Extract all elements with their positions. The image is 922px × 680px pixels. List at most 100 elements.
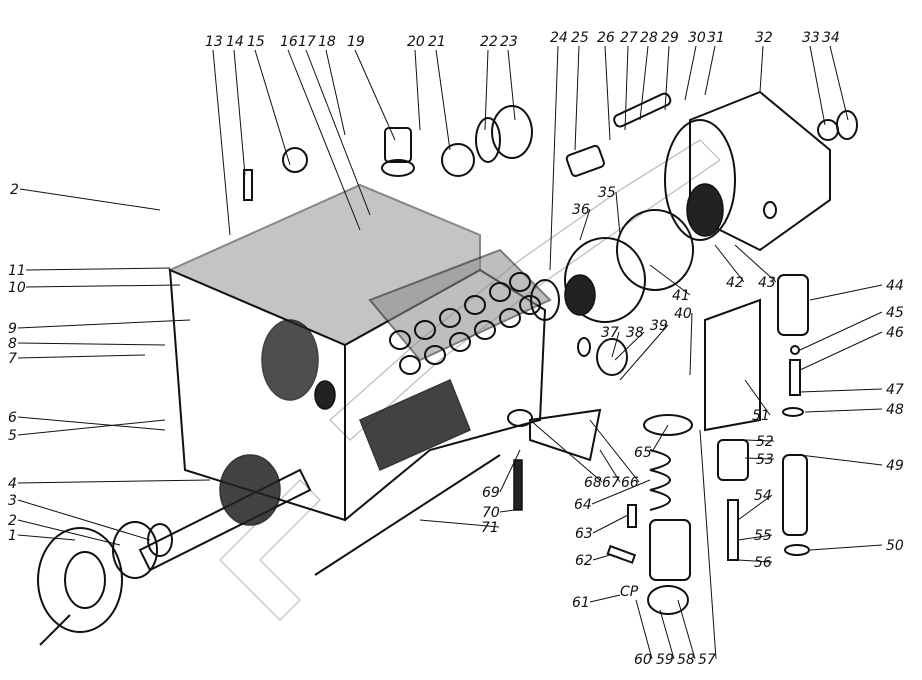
leader-line-43	[734, 244, 777, 283]
leader-line-19	[354, 49, 396, 141]
callout-29: 29	[661, 30, 679, 46]
callout-34: 34	[822, 30, 840, 46]
leader-line-54	[737, 494, 773, 521]
leader-line-38	[614, 331, 645, 361]
leader-line-20	[414, 49, 421, 131]
leader-line-5	[17, 419, 166, 436]
callout-5: 5	[8, 428, 17, 444]
callout-70: 70	[482, 505, 500, 521]
delivery-valve-holder	[499, 308, 521, 328]
callout-30: 30	[688, 30, 706, 46]
leader-line-25	[574, 45, 580, 151]
leader-line-66	[589, 419, 640, 483]
leader-line-30	[684, 45, 697, 101]
leader-line-49	[799, 454, 883, 466]
callout-15: 15	[247, 34, 265, 50]
delivery-valve-holder	[424, 345, 446, 365]
callout-9: 9	[8, 321, 17, 337]
callout-69: 69	[482, 485, 500, 501]
callout-42: 42	[726, 275, 744, 291]
annotation-cp: СР	[620, 584, 639, 600]
leader-line-50	[809, 544, 883, 551]
leader-line-62	[592, 554, 611, 561]
leader-line-6	[17, 416, 166, 431]
callout-56: 56	[754, 555, 772, 571]
delivery-valve-holder	[519, 295, 541, 315]
leader-line-14	[233, 49, 246, 176]
callout-71: 71	[481, 520, 499, 536]
callout-21: 21	[428, 34, 446, 50]
leader-line-21	[435, 49, 451, 151]
leader-line-47	[799, 388, 883, 393]
leader-line-42	[714, 244, 745, 283]
delivery-valve-holder	[509, 272, 531, 292]
callout-20: 20	[407, 34, 425, 50]
leader-line-26	[604, 45, 611, 141]
callout-13: 13	[205, 34, 223, 50]
callout-57: 57	[698, 652, 716, 668]
callout-47: 47	[886, 382, 904, 398]
leader-line-4	[17, 479, 211, 484]
callout-54: 54	[754, 488, 772, 504]
leader-line-46	[799, 331, 883, 371]
callout-66: 66	[621, 475, 639, 491]
callout-6: 6	[8, 410, 17, 426]
leader-line-52	[744, 439, 775, 442]
callout-2: 2	[8, 513, 17, 529]
leader-line-59	[659, 609, 675, 660]
leader-line-31	[704, 45, 716, 96]
callout-45: 45	[886, 305, 904, 321]
delivery-valve-holder	[464, 295, 486, 315]
leader-line-16	[287, 49, 361, 231]
leader-line-10	[25, 284, 181, 288]
leader-line-7	[17, 354, 146, 359]
leader-line-24	[549, 45, 559, 271]
leader-line-27	[624, 45, 629, 131]
callout-38: 38	[626, 325, 644, 341]
leader-line-17	[305, 49, 371, 216]
leader-lines	[17, 45, 883, 660]
leader-line-39	[619, 324, 669, 381]
callout-64: 64	[574, 497, 592, 513]
callout-32: 32	[755, 30, 773, 46]
leader-line-22	[484, 49, 489, 131]
leader-line-51	[744, 379, 771, 416]
leader-line-57	[699, 429, 717, 660]
callout-31: 31	[707, 30, 725, 46]
leader-line-15	[254, 49, 291, 166]
leader-line-45	[799, 311, 883, 351]
flange	[37, 527, 123, 646]
coupling-parts	[530, 183, 724, 376]
leader-line-60	[635, 599, 653, 660]
callout-10: 10	[8, 280, 26, 296]
callout-26: 26	[597, 30, 615, 46]
callout-58: 58	[677, 652, 695, 668]
callout-27: 27	[620, 30, 638, 46]
callout-43: 43	[758, 275, 776, 291]
callout-40: 40	[674, 306, 692, 322]
callout-44: 44	[886, 278, 904, 294]
callout-51: 51	[752, 408, 770, 424]
callout-41: 41	[672, 288, 690, 304]
callout-60: 60	[634, 652, 652, 668]
leader-line-58	[677, 599, 696, 660]
leader-line-29	[664, 45, 670, 111]
callout-11: 11	[8, 263, 26, 279]
leader-line-70	[499, 509, 515, 513]
callout-16: 16	[280, 34, 298, 50]
leader-line-71	[419, 519, 500, 528]
callout-1: 1	[8, 528, 17, 544]
delivery-valve-holder	[414, 320, 436, 340]
leader-line-64	[591, 479, 651, 505]
callout-39: 39	[650, 318, 668, 334]
leader-line-28	[639, 45, 649, 121]
governor-housing	[664, 90, 831, 252]
leader-line-13	[212, 49, 231, 236]
leader-line-61	[589, 594, 621, 603]
callout-49: 49	[886, 458, 904, 474]
leader-line-9	[17, 319, 191, 329]
callout-22: 22	[480, 34, 498, 50]
